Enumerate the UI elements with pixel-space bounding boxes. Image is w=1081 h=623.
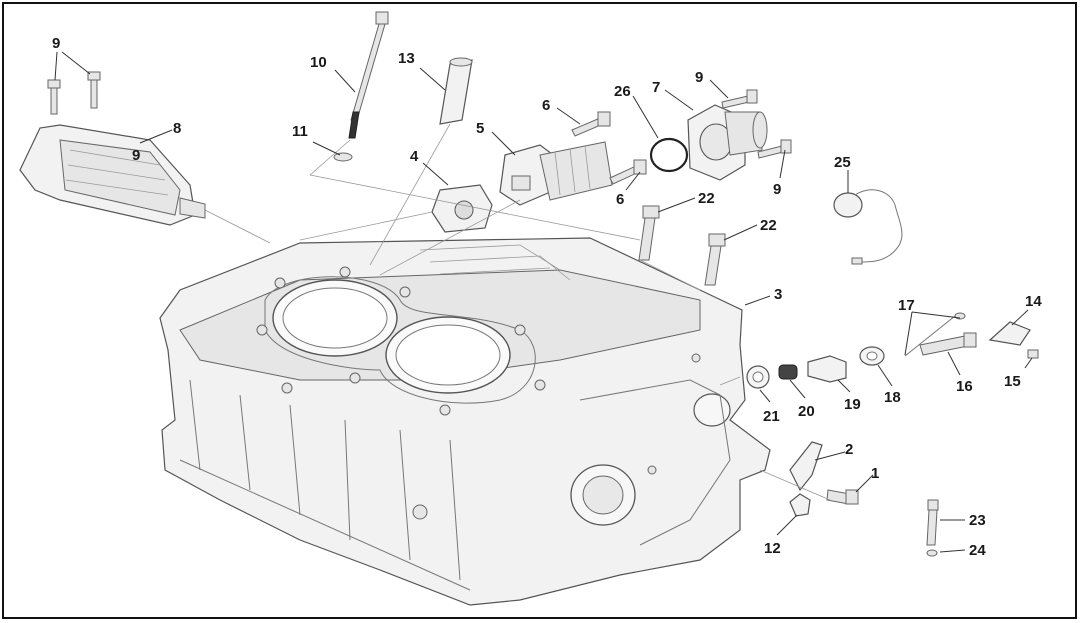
callout-15: 15: [1004, 373, 1021, 390]
spring-20: [778, 364, 798, 380]
bolt-22-lower: [704, 233, 726, 286]
callout-7: 7: [652, 79, 660, 96]
shaft-16: [919, 332, 977, 356]
washer-11: [333, 152, 353, 162]
assembly-lines: [204, 123, 831, 501]
nut-12: [789, 493, 811, 517]
callout-19: 19: [844, 396, 861, 413]
callout-5: 5: [476, 120, 484, 137]
cylinder-block: [159, 237, 771, 606]
callout-1: 1: [871, 465, 879, 482]
washer-24: [926, 549, 938, 557]
tensioner-gasket-4: [431, 184, 493, 233]
callout-labels: 9 10 13 11 8 9 4 5 6 26 7 9 6 9 25 22 22…: [52, 35, 1042, 559]
callout-6: 6: [616, 191, 624, 208]
washer-18: [859, 346, 885, 366]
washer-21: [746, 365, 770, 389]
bolt-22-upper: [638, 205, 660, 261]
callout-22: 22: [698, 190, 715, 207]
callout-16: 16: [956, 378, 973, 395]
long-stud-10: [348, 11, 389, 139]
bolt-1: [826, 489, 859, 505]
callout-6: 6: [542, 97, 550, 114]
callout-13: 13: [398, 50, 415, 67]
bolt-9-left-b: [87, 71, 101, 109]
callout-2: 2: [845, 441, 853, 458]
callout-12: 12: [764, 540, 781, 557]
callout-23: 23: [969, 512, 986, 529]
tensioner-housing-7: [687, 104, 768, 181]
callout-4: 4: [410, 148, 419, 165]
callout-25: 25: [834, 154, 851, 171]
bracket-14: [988, 321, 1031, 346]
callout-14: 14: [1025, 293, 1042, 310]
callout-26: 26: [614, 83, 631, 100]
callout-24: 24: [969, 542, 986, 559]
callout-21: 21: [763, 408, 780, 425]
callout-17: 17: [898, 297, 915, 314]
callout-3: 3: [774, 286, 782, 303]
bolt-9-right-upper: [721, 89, 758, 109]
bolt-9-right-lower: [757, 139, 792, 159]
callout-9: 9: [52, 35, 60, 52]
o-ring-26: [649, 137, 689, 173]
bracket-2: [789, 441, 823, 492]
bolt-9-left-a: [47, 79, 61, 115]
chain-tensioner-5: [499, 141, 613, 206]
callout-18: 18: [884, 389, 901, 406]
sensor-25: [833, 189, 903, 265]
dowel-sleeve-13: [439, 57, 473, 125]
callout-10: 10: [310, 54, 327, 71]
callout-11: 11: [292, 123, 308, 140]
callout-20: 20: [798, 403, 815, 420]
bolt-23: [926, 499, 939, 546]
callout-9: 9: [773, 181, 781, 198]
callout-9: 9: [695, 69, 703, 86]
leader-lines: [54, 51, 1033, 553]
callout-22: 22: [760, 217, 777, 234]
callout-8: 8: [173, 120, 181, 137]
plug-19: [807, 355, 847, 383]
screw-15: [1027, 349, 1039, 359]
starter-motor: [19, 124, 206, 226]
bolt-6-upper: [571, 111, 611, 137]
callout-9: 9: [132, 147, 140, 164]
bolt-6-lower: [609, 159, 647, 185]
